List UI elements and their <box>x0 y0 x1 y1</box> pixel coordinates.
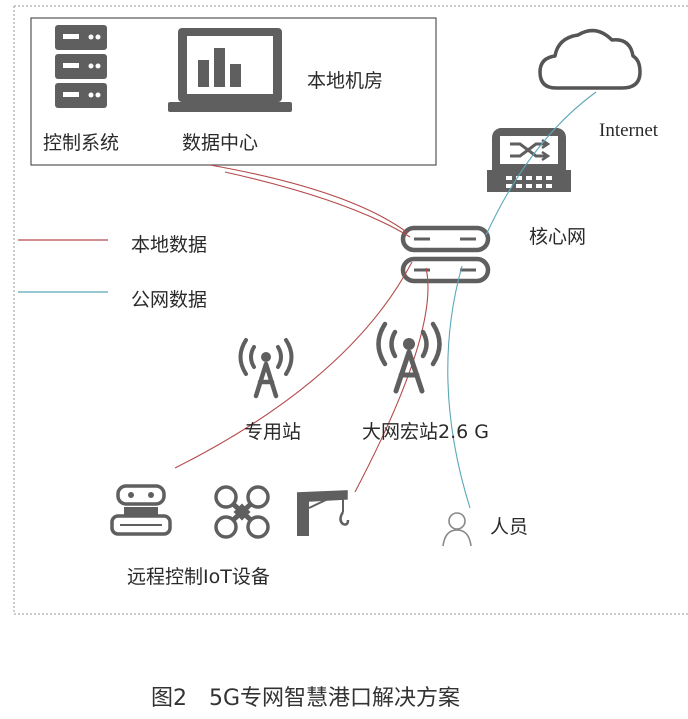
public-data-line-internet <box>485 91 597 236</box>
internet-label: Internet <box>599 120 659 141</box>
server-rack-icon <box>55 25 107 108</box>
macro-station-antenna-icon <box>376 321 442 394</box>
iot-devices-label: 远程控制IoT设备 <box>127 566 270 588</box>
router-switch-icon <box>400 225 491 284</box>
local-data-lines <box>174 164 429 493</box>
laptop-chart-icon <box>168 28 292 112</box>
local-room-box <box>30 17 437 166</box>
legend-local-data-label: 本地数据 <box>131 234 208 256</box>
drone-icon <box>214 485 270 539</box>
legend-public-data-label: 公网数据 <box>131 289 208 311</box>
private-station-label: 专用站 <box>244 421 302 443</box>
data-center-label: 数据中心 <box>182 132 259 154</box>
core-network-label: 核心网 <box>529 226 587 248</box>
local-data-line-room-1 <box>209 164 409 234</box>
local-data-line-macro-station <box>354 267 429 493</box>
core-network-icon <box>487 128 571 192</box>
public-data-line-person <box>447 265 471 509</box>
person-label: 人员 <box>490 516 529 538</box>
control-system-label: 控制系统 <box>43 132 120 154</box>
cloud-icon <box>538 28 642 90</box>
public-data-lines <box>447 91 597 509</box>
person-icon <box>442 512 472 547</box>
macro-station-label: 大网宏站2.6 G <box>362 421 489 443</box>
outer-dashed-frame <box>13 5 688 615</box>
robot-icon <box>110 484 172 536</box>
local-data-line-private-station <box>174 261 413 469</box>
crane-icon <box>296 490 350 536</box>
private-station-antenna-icon <box>238 338 294 399</box>
figure-caption: 图2 5G专网智慧港口解决方案 <box>151 686 461 711</box>
local-data-line-room-2 <box>224 171 411 238</box>
local-room-title: 本地机房 <box>307 70 384 92</box>
